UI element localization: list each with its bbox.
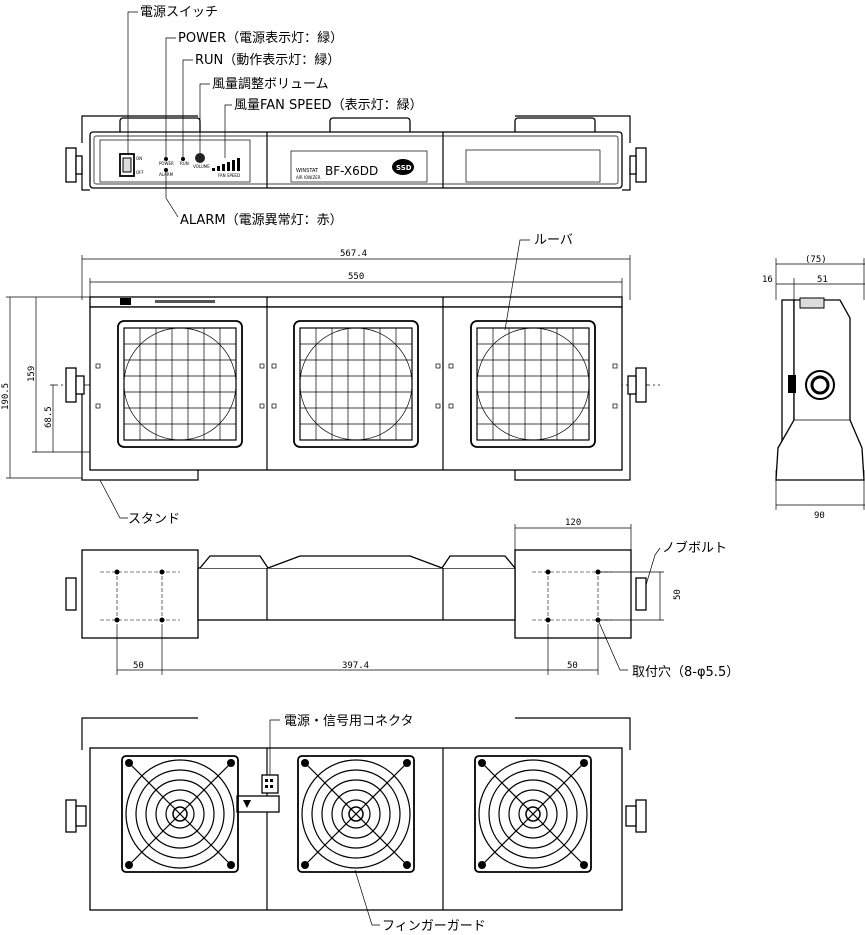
label-stand: スタンド <box>128 512 180 527</box>
rear-view <box>65 717 647 926</box>
svg-text:ON: ON <box>136 156 142 161</box>
svg-text:FAN SPEED: FAN SPEED <box>218 173 240 178</box>
power-switch-icon <box>119 153 135 177</box>
volume-knob-icon <box>195 153 205 163</box>
label-volume: 風量調整ボリューム <box>212 77 329 92</box>
label-mount-hole: 取付穴（8-φ5.5） <box>632 665 739 680</box>
louver-grid-icon <box>95 320 265 448</box>
knob-bolt-icon <box>65 577 77 611</box>
knob-bolt-icon <box>627 367 647 403</box>
finger-guards <box>121 755 592 873</box>
knob-bolt-icon <box>625 799 647 833</box>
dim-height-center: 68.5 <box>44 406 54 428</box>
dim-height-body: 159 <box>27 366 37 382</box>
knob-bolt-icon <box>65 147 83 183</box>
fan-speed-leds-icon <box>212 158 240 171</box>
louver-grids <box>95 320 618 448</box>
dim-stand-depth: 50 <box>673 589 683 600</box>
knob-bolt-icon <box>65 367 85 403</box>
label-finger-guard: フィンガーガード <box>382 919 486 934</box>
louver-grid-icon <box>448 320 618 448</box>
dim-stand-width: 120 <box>565 518 581 528</box>
label-run-led: RUN（動作表示灯：緑） <box>195 53 340 68</box>
power-led-icon <box>164 157 168 161</box>
run-led-icon <box>181 157 185 161</box>
finger-guard-icon <box>297 755 415 873</box>
label-power-switch: 電源スイッチ <box>140 5 218 20</box>
dim-side-base: 90 <box>814 511 825 521</box>
dim-hole-center: 397.4 <box>342 661 369 671</box>
side-view <box>775 258 865 510</box>
leader-stand <box>99 479 128 519</box>
label-alarm: ALARM（電源異常灯：赤） <box>180 213 343 228</box>
connector-icon <box>236 774 280 813</box>
alarm-led-icon <box>164 168 168 172</box>
knob-bolt-icon <box>65 799 87 833</box>
leader-louver <box>504 239 530 331</box>
label-louver: ルーバ <box>534 233 573 248</box>
dim-height-total: 190.5 <box>1 383 11 410</box>
ssd-logo-icon <box>392 159 414 175</box>
svg-text:POWER: POWER <box>159 161 174 166</box>
front-panel-view: POWER RUN ALARM VOLUME FAN SPEED ON OFF … <box>65 11 647 218</box>
louver-front-view <box>6 255 660 481</box>
label-knob-bolt: ノブボルト <box>662 540 727 556</box>
svg-text:WINSTAT: WINSTAT <box>296 168 319 174</box>
knob-bolt-icon <box>629 147 647 183</box>
dim-hole-left: 50 <box>133 661 144 671</box>
svg-text:BF-X6DD: BF-X6DD <box>325 164 378 178</box>
svg-text:RUN: RUN <box>180 161 189 166</box>
dim-body-width: 550 <box>348 272 364 282</box>
finger-guard-icon <box>474 755 592 873</box>
finger-guard-icon <box>121 755 239 873</box>
dim-side-right: 51 <box>817 275 828 285</box>
stand-bottom-view <box>65 524 664 675</box>
svg-text:SSD: SSD <box>396 164 412 172</box>
dim-side-left: 16 <box>762 275 773 285</box>
knob-bolt-icon <box>635 577 647 611</box>
svg-text:VOLUME: VOLUME <box>193 164 210 169</box>
label-connector: 電源・信号用コネクタ <box>284 714 413 729</box>
louver-grid-icon <box>271 320 441 448</box>
dim-side-overall: (75) <box>805 255 827 265</box>
dim-hole-right: 50 <box>567 661 578 671</box>
dim-overall-width: 567.4 <box>340 249 367 259</box>
label-power-led: POWER（電源表示灯：緑） <box>178 31 343 46</box>
svg-text:OFF: OFF <box>136 170 144 175</box>
label-fan-speed: 風量FAN SPEED（表示灯：緑） <box>234 98 423 113</box>
svg-text:AIR IONIZER: AIR IONIZER <box>296 175 321 180</box>
